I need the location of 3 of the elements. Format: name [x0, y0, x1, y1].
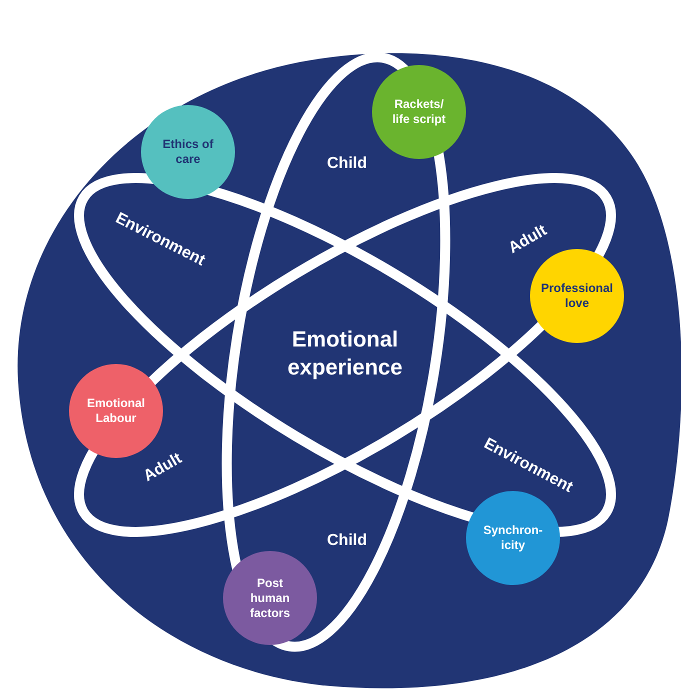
orbit-label: Child — [327, 154, 367, 174]
center-title: Emotional experience — [286, 326, 404, 380]
orbit-label: Child — [327, 531, 367, 551]
